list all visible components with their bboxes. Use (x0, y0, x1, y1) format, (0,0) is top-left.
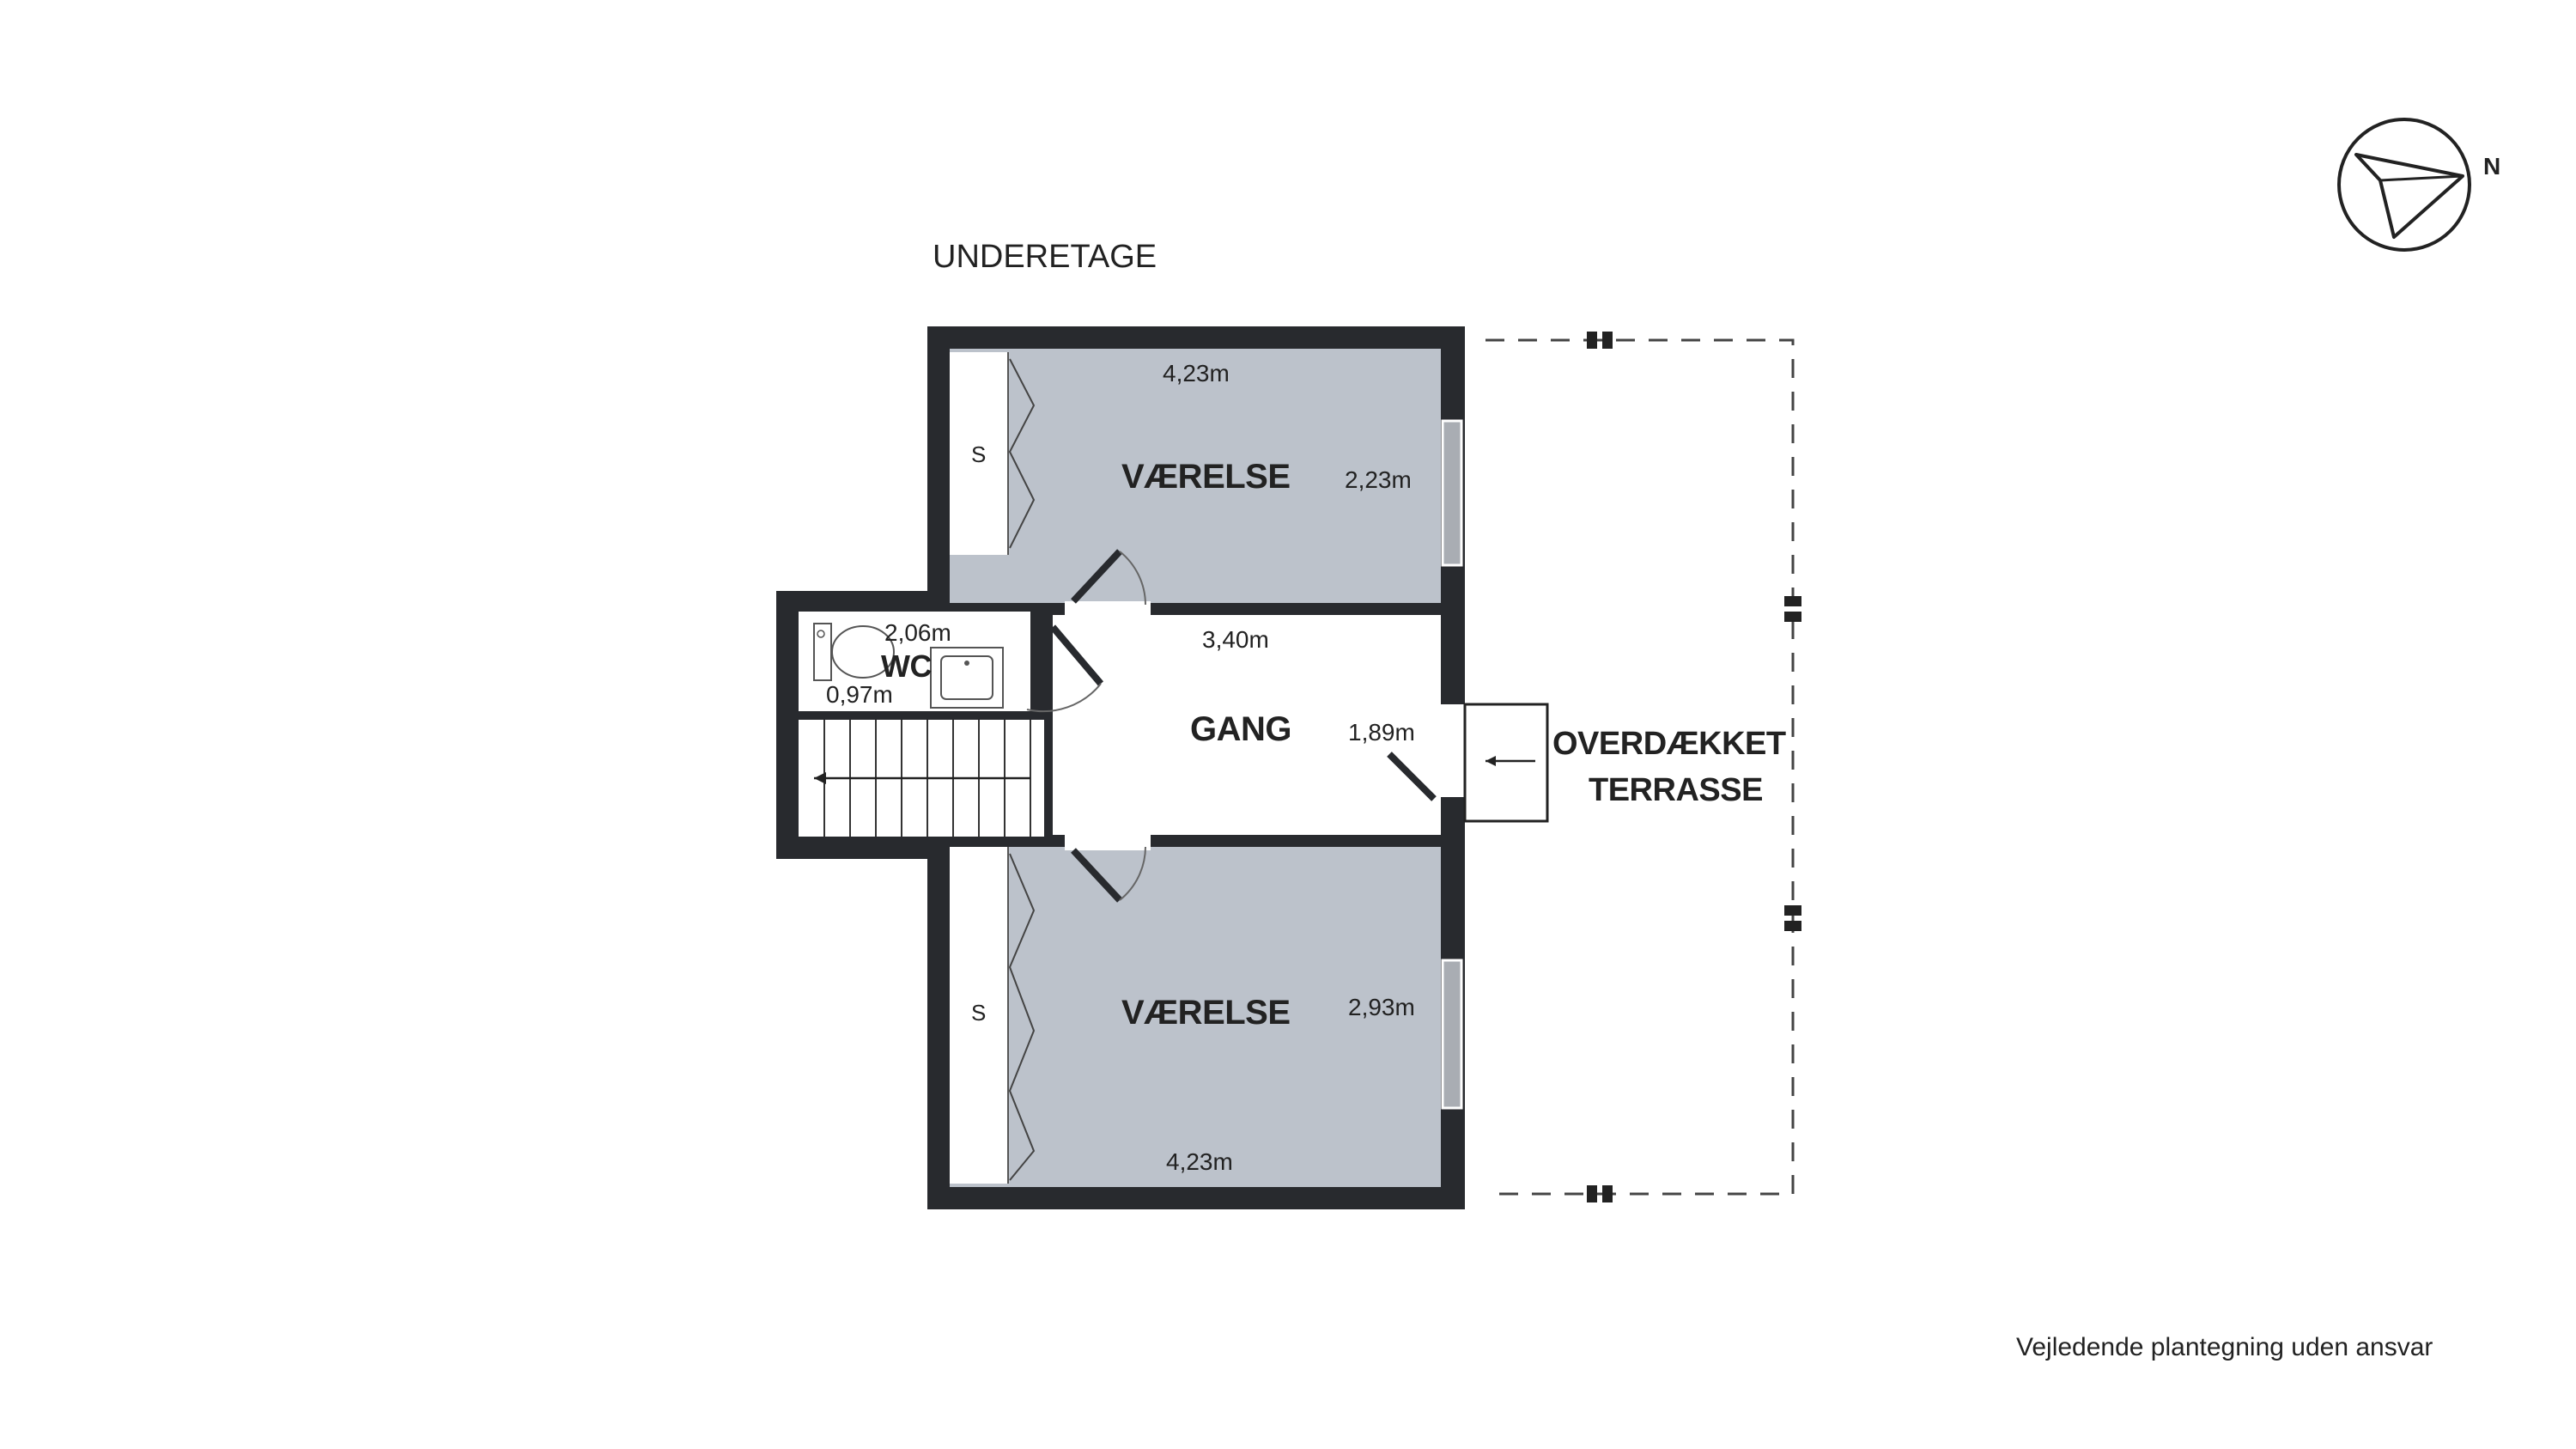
wc-label: WC (881, 648, 932, 684)
closet-bottom-label: S (971, 1000, 986, 1026)
bedroom-bottom-width: 4,23m (1166, 1148, 1233, 1175)
bedroom-top-width: 4,23m (1163, 360, 1230, 387)
room-hall (1053, 601, 1465, 850)
room-bedroom-top (950, 349, 1441, 603)
terrace-outline (1485, 332, 1801, 1202)
entrance-landing (1463, 703, 1549, 823)
bedroom-bottom-depth: 2,93m (1348, 994, 1415, 1020)
wc-depth: 0,97m (826, 681, 893, 708)
terrace-label-line2: TERRASSE (1589, 772, 1763, 808)
hall-depth: 1,89m (1348, 719, 1415, 746)
window-bottom (1441, 959, 1463, 1110)
door-bedroom-top (1071, 549, 1146, 606)
compass-icon (2337, 118, 2471, 252)
hall-label: GANG (1190, 710, 1291, 748)
terrace-label-line1: OVERDÆKKET (1552, 726, 1786, 762)
closet-top (950, 352, 1036, 555)
sink-icon (930, 647, 1004, 709)
door-entrance (1387, 752, 1437, 801)
closet-top-label: S (971, 441, 986, 467)
door-bedroom-bottom (1071, 846, 1146, 903)
bedroom-top-label: VÆRELSE (1121, 458, 1291, 496)
disclaimer-text: Vejledende plantegning uden ansvar (2016, 1333, 2433, 1361)
door-wc (1026, 624, 1104, 713)
closet-bottom (950, 847, 1036, 1184)
hall-width: 3,40m (1202, 626, 1269, 653)
wc-width: 2,06m (884, 619, 951, 646)
window-top (1441, 419, 1463, 567)
toilet-icon (813, 623, 895, 681)
staircase (799, 720, 1044, 837)
floor-title: UNDERETAGE (933, 239, 1157, 275)
bedroom-bottom-label: VÆRELSE (1121, 994, 1291, 1032)
compass-north-label: N (2483, 153, 2500, 180)
bedroom-top-depth: 2,23m (1345, 466, 1412, 493)
